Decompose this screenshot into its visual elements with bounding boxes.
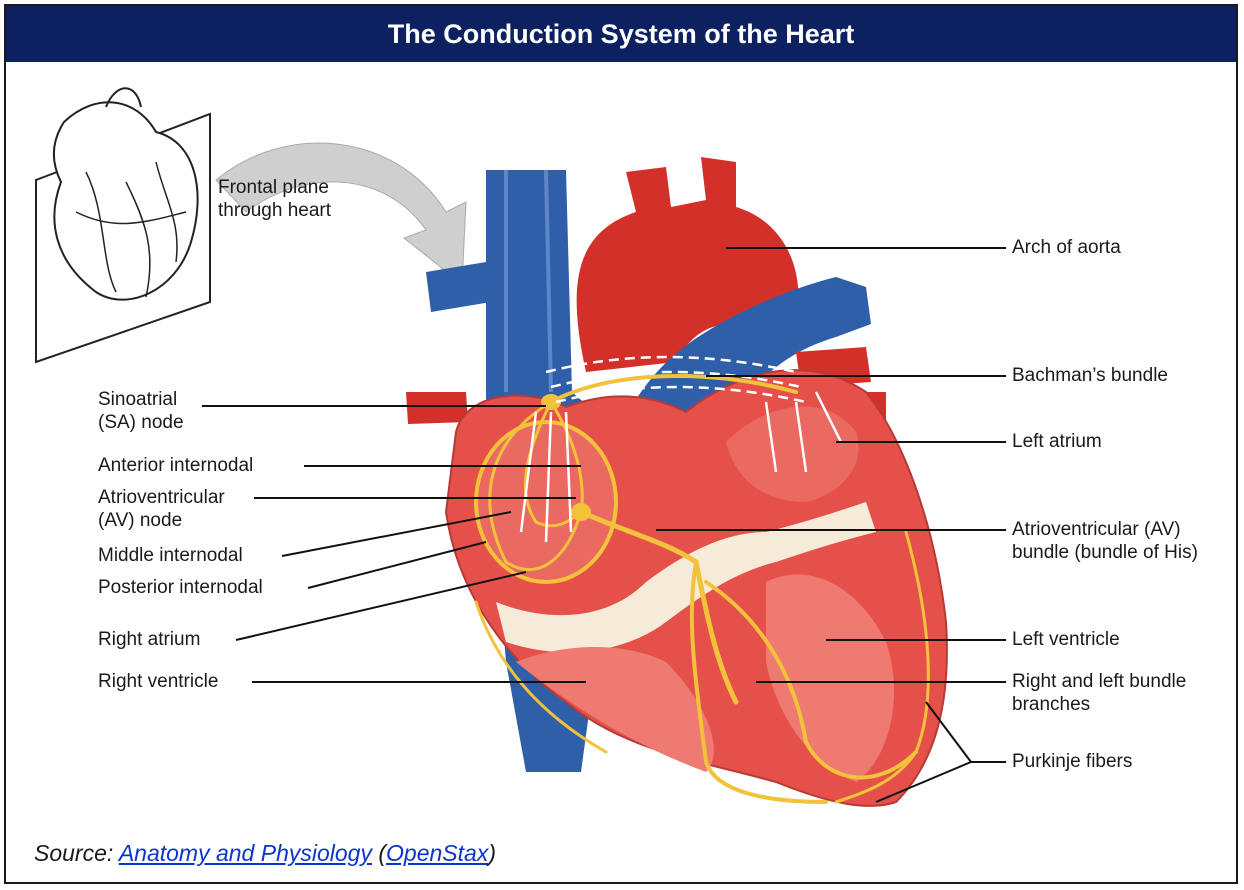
label-bachmans-bundle: Bachman’s bundle [1012, 364, 1168, 387]
label-left-ventricle: Left ventricle [1012, 628, 1120, 651]
label-anterior-internodal: Anterior internodal [98, 454, 253, 477]
label-right-ventricle: Right ventricle [98, 670, 218, 693]
source-open-paren: ( [372, 840, 386, 866]
source-citation: Source: Anatomy and Physiology (OpenStax… [34, 840, 496, 867]
label-posterior-internodal: Posterior internodal [98, 576, 263, 599]
label-arch-of-aorta: Arch of aorta [1012, 236, 1121, 259]
label-left-atrium: Left atrium [1012, 430, 1102, 453]
right-atrium-chamber [476, 422, 616, 582]
figure-frame: The Conduction System of the Heart [4, 4, 1238, 884]
label-frontal-plane: Frontal plane through heart [218, 176, 331, 222]
av-node-mark [571, 503, 591, 521]
label-purkinje-fibers: Purkinje fibers [1012, 750, 1132, 773]
label-av-bundle: Atrioventricular (AV) bundle (bundle of … [1012, 518, 1198, 564]
figure-title: The Conduction System of the Heart [6, 6, 1236, 62]
anatomy-physiology-link[interactable]: Anatomy and Physiology [119, 840, 372, 866]
frontal-plane-inset [36, 88, 210, 362]
label-sa-node: Sinoatrial (SA) node [98, 388, 184, 434]
source-close-paren: ) [488, 840, 496, 866]
label-right-atrium: Right atrium [98, 628, 200, 651]
source-prefix: Source: [34, 840, 119, 866]
label-av-node: Atrioventricular (AV) node [98, 486, 225, 532]
label-middle-internodal: Middle internodal [98, 544, 243, 567]
label-bundle-branches: Right and left bundle branches [1012, 670, 1186, 716]
openstax-link[interactable]: OpenStax [386, 840, 488, 866]
pulmonary-vein-blue [426, 262, 491, 312]
